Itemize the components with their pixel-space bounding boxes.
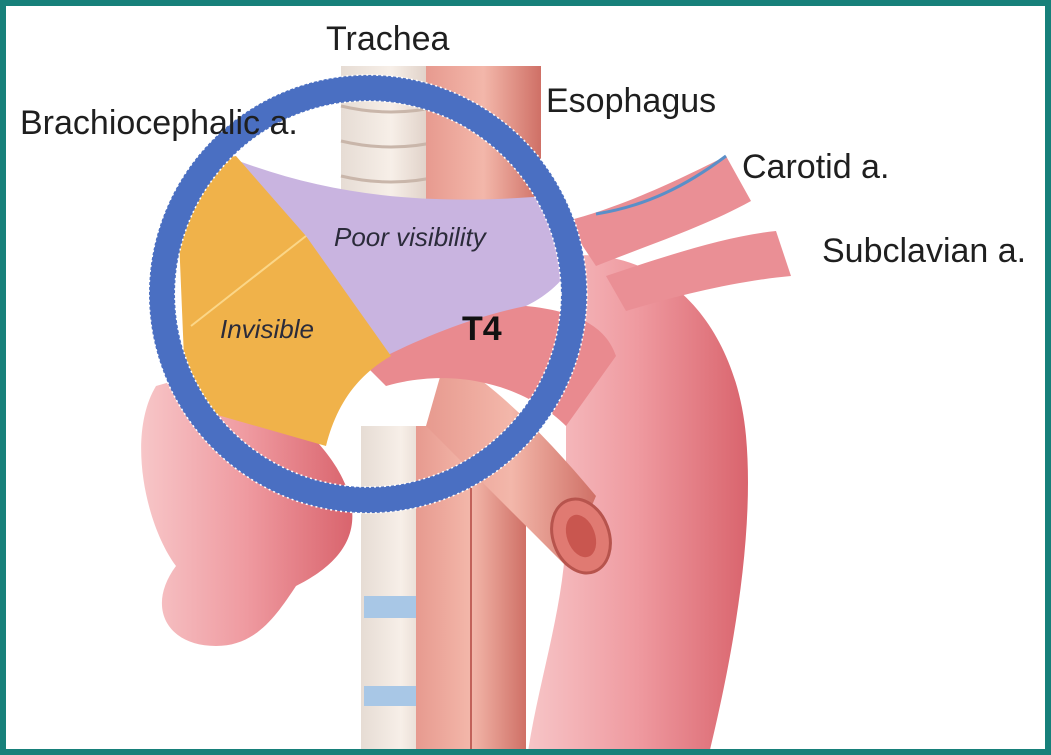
label-invisible: Invisible (220, 316, 314, 342)
label-esophagus: Esophagus (546, 84, 716, 118)
label-subclavian: Subclavian a. (822, 234, 1026, 268)
label-poor-visibility: Poor visibility (334, 224, 486, 250)
label-brachiocephalic: Brachiocephalic a. (20, 106, 298, 140)
label-t4: T4 (462, 312, 502, 346)
label-carotid: Carotid a. (742, 150, 889, 184)
label-trachea: Trachea (326, 22, 449, 56)
